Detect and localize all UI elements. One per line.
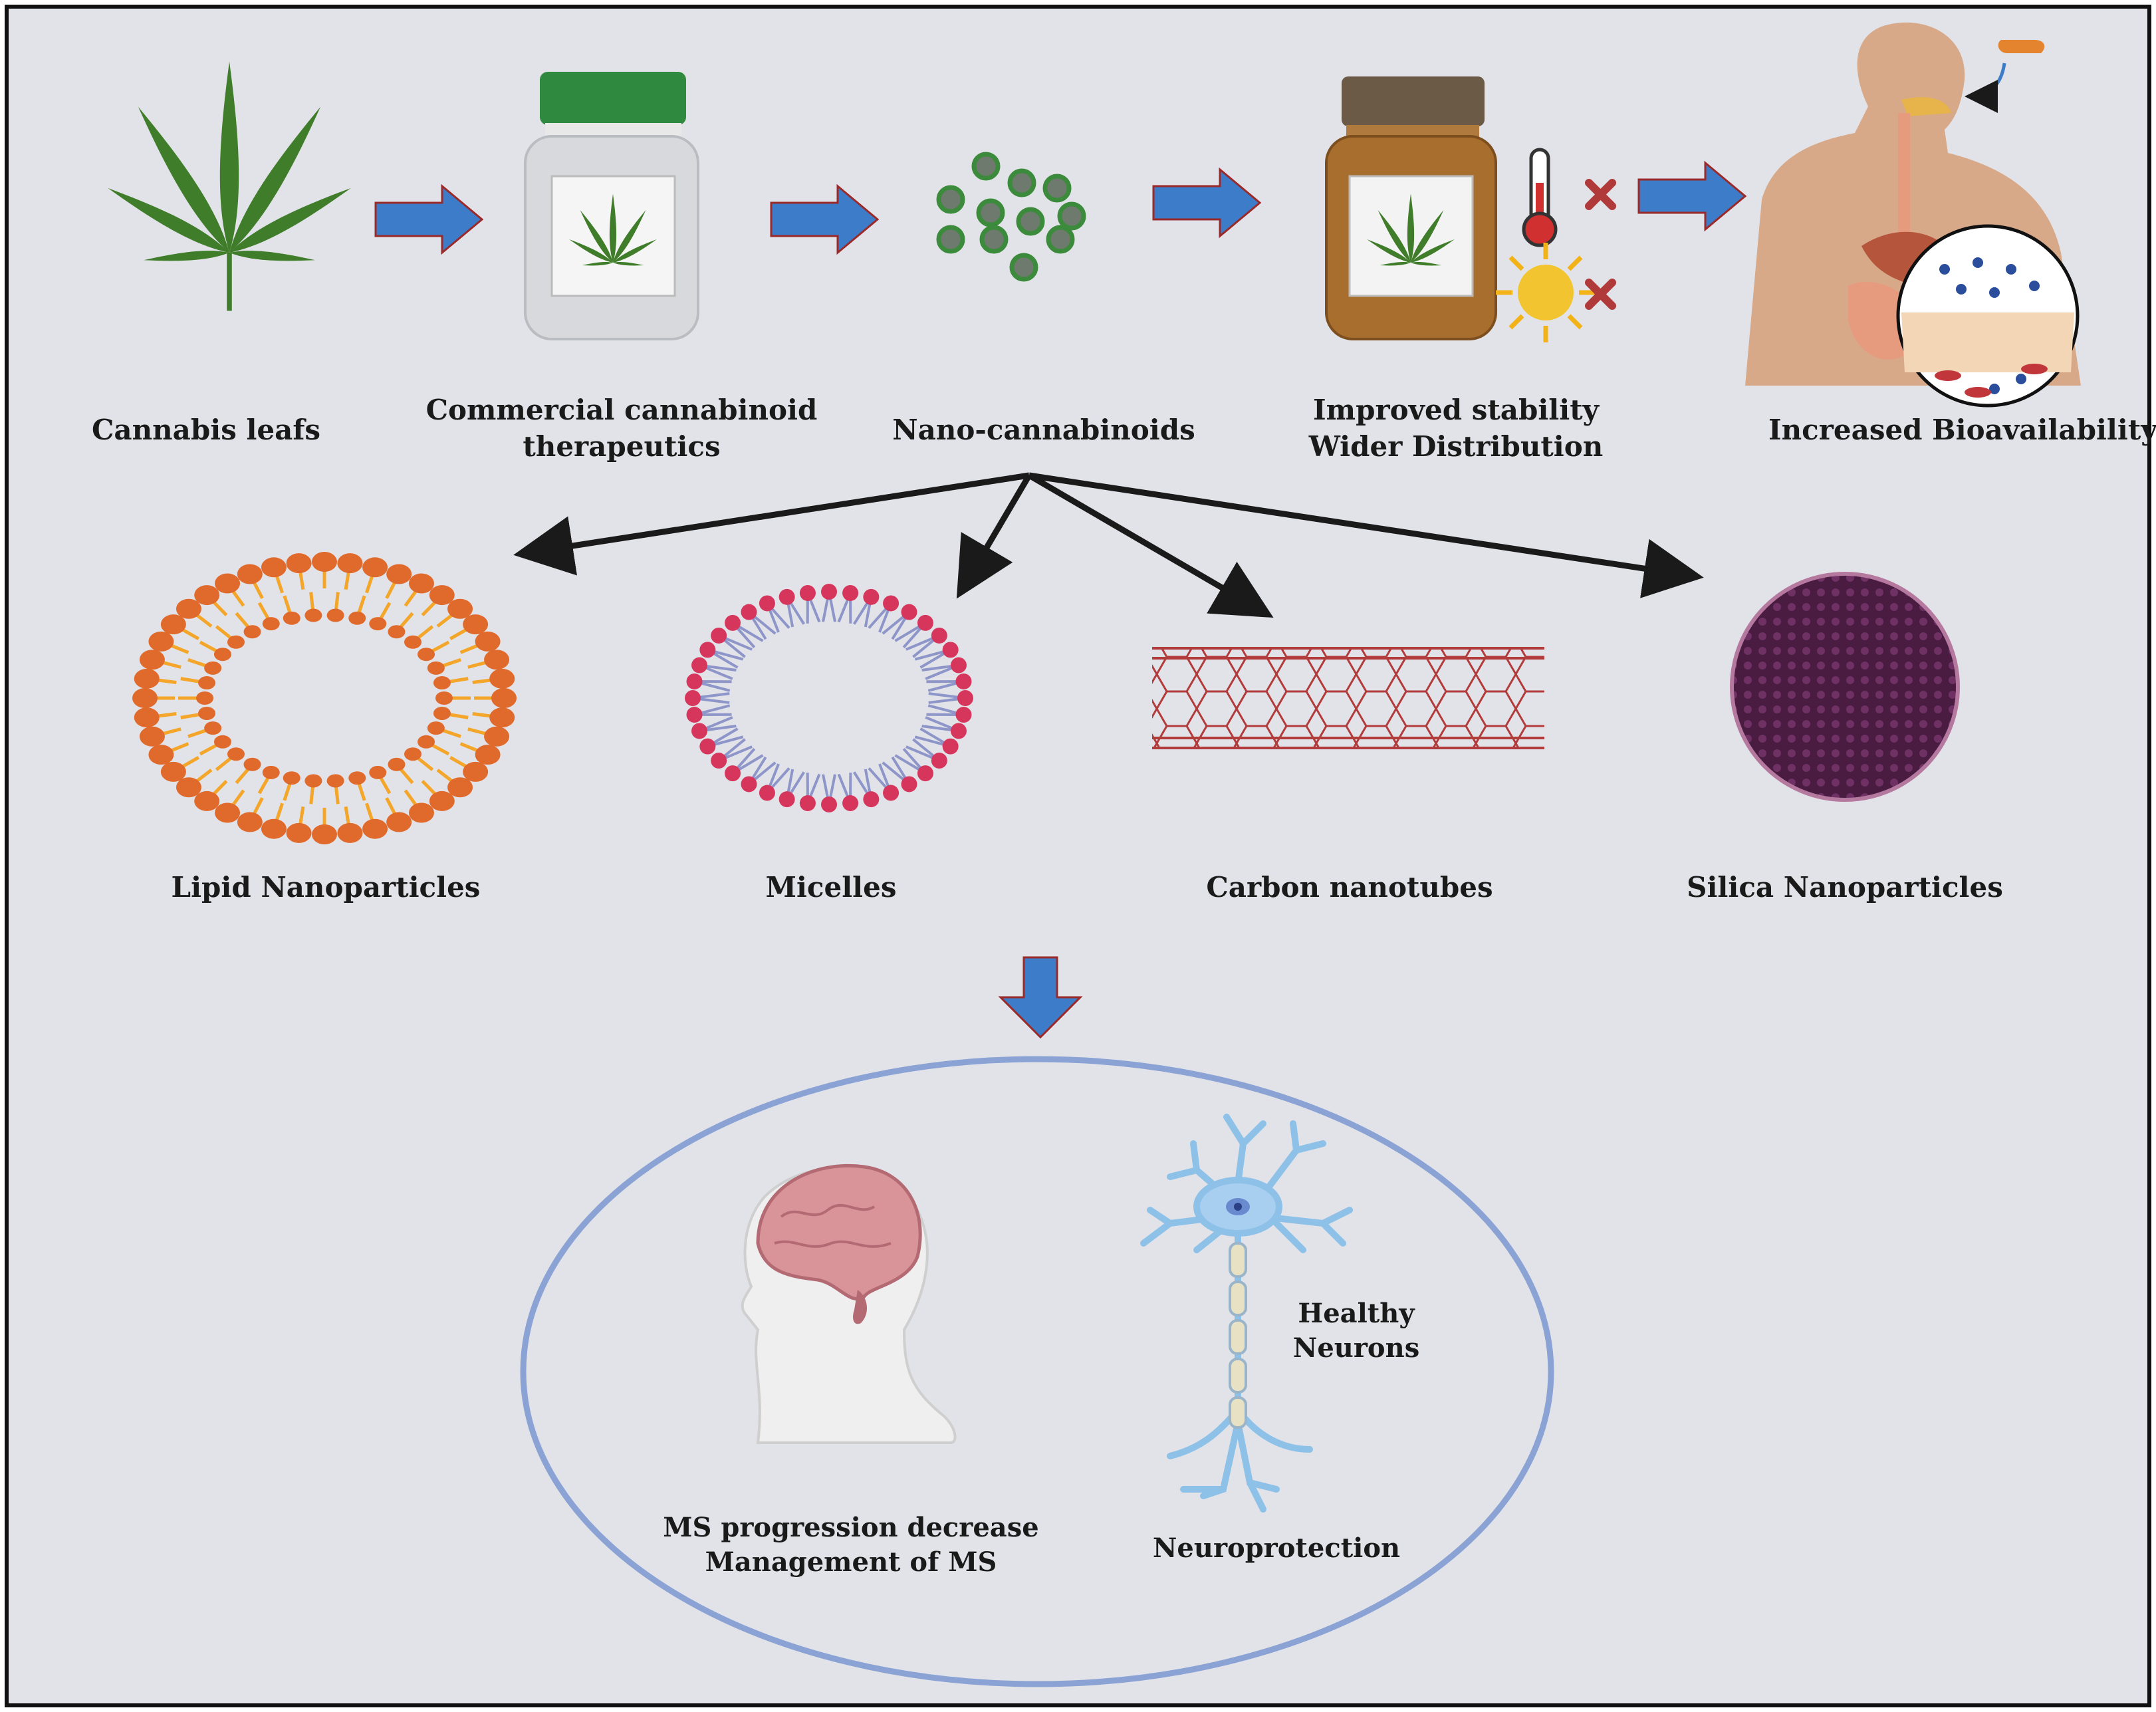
step-label-nano: Nano-cannabinoids — [881, 412, 1207, 449]
nanocarrier-label-lipid: Lipid Nanoparticles — [171, 871, 481, 904]
brain-head-icon — [741, 1163, 957, 1444]
branch-arrows — [513, 472, 1704, 618]
amber-bottle-icon — [1325, 76, 1497, 340]
silica-nanoparticle-icon — [1730, 572, 1960, 802]
nanocarrier-label-nanotubes: Carbon nanotubes — [1206, 871, 1493, 904]
neuron-caption-line: Neurons — [1292, 1332, 1420, 1364]
flow-arrow-4 — [1637, 160, 1747, 232]
x-mark-icon — [1585, 179, 1616, 210]
neuron-caption: Healthy Neurons — [1263, 1296, 1449, 1366]
flow-arrow-1 — [374, 183, 484, 255]
down-flow-arrow — [998, 956, 1083, 1039]
step-label-line: Cannabis leafs — [91, 414, 321, 446]
flow-arrow-2 — [770, 183, 880, 255]
lipid-nanoparticle-icon — [132, 552, 517, 844]
step-label-line: Commercial cannabinoid — [425, 394, 818, 426]
outcome-label-ms: MS progression decrease Management of MS — [625, 1511, 1077, 1580]
outcome-ellipse — [520, 1056, 1554, 1687]
nanocarrier-label-silica: Silica Nanoparticles — [1687, 871, 2003, 904]
sun-icon — [1496, 243, 1596, 342]
step-label-bioavailability: Increased Bioavailability — [1768, 412, 2156, 449]
outcome-label-line: MS progression decrease — [663, 1512, 1039, 1543]
nanocarrier-label-micelles: Micelles — [765, 871, 897, 904]
human-digestive-icon — [1745, 22, 2081, 408]
step-label-line: Improved stability — [1312, 394, 1599, 426]
outcome-label-line: Management of MS — [705, 1546, 997, 1578]
x-mark-icon-2 — [1585, 279, 1616, 310]
myelin-sheath — [1229, 1242, 1247, 1429]
cannabis-leaf-icon — [104, 62, 354, 311]
step-label-line: Nano-cannabinoids — [892, 414, 1195, 446]
step-label-commercial: Commercial cannabinoid therapeutics — [425, 392, 818, 465]
step-label-cannabis-leafs: Cannabis leafs — [80, 412, 332, 449]
step-label-line: Wider Distribution — [1308, 429, 1604, 463]
pill-bottle-icon — [524, 72, 699, 340]
step-label-line: Increased Bioavailability — [1768, 414, 2156, 446]
step-label-stability: Improved stability Wider Distribution — [1263, 392, 1649, 465]
flow-arrow-3 — [1152, 167, 1262, 239]
outcome-label-neuroprotection: Neuroprotection — [1152, 1532, 1401, 1564]
nanoparticle-icon — [936, 152, 1086, 282]
step-label-line: therapeutics — [523, 429, 721, 463]
neuron-caption-line: Healthy — [1298, 1298, 1415, 1329]
thermometer-icon — [1522, 148, 1558, 247]
micelle-icon — [685, 584, 973, 812]
carbon-nanotube-icon — [1152, 647, 1544, 749]
